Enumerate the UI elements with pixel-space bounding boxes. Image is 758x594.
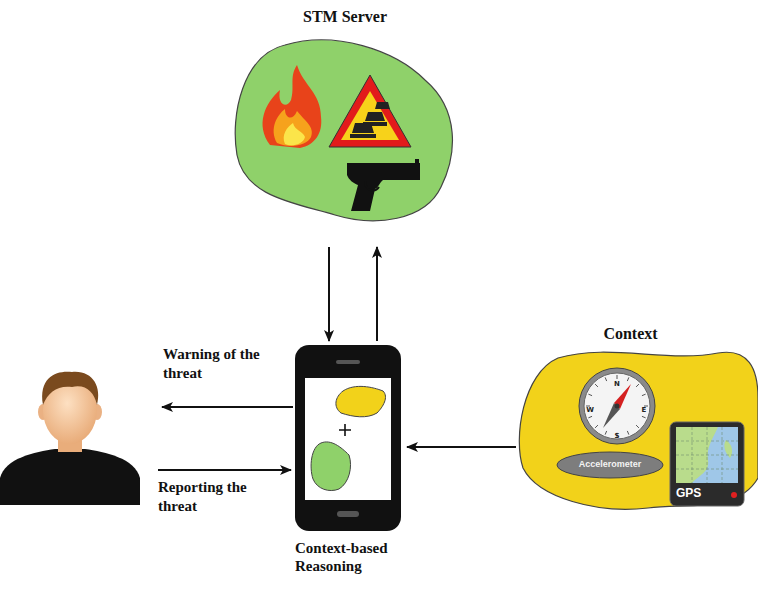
accelerometer-sensor: Accelerometer: [557, 452, 663, 478]
pistol-icon: [347, 159, 420, 211]
server-blob-mini: [311, 442, 350, 491]
node-label: Context: [578, 324, 683, 343]
smartphone: Context-based Reasoning: [293, 343, 405, 579]
compass-letter: E: [642, 407, 647, 414]
node-label: GPS: [676, 486, 726, 500]
flow-arrow: [376, 247, 378, 341]
region-blob: [519, 352, 758, 509]
compass-letter: N: [614, 381, 620, 388]
compass-letter: S: [614, 433, 619, 440]
region-blob: [235, 40, 452, 221]
compass-icon: [579, 368, 655, 444]
node-label: STM Server: [225, 7, 465, 26]
person-figure: [0, 372, 140, 505]
gps-sensor: GPS: [668, 420, 748, 508]
gps-device: [670, 422, 744, 506]
server-region: STM Server: [225, 5, 465, 245]
flow-arrow: [407, 446, 516, 448]
phone-screen: [305, 378, 391, 500]
node-label: Context-based Reasoning: [295, 539, 407, 575]
node-label: Accelerometer: [557, 459, 663, 470]
traffic-warning-sign: [329, 75, 411, 147]
fire-icon: [263, 65, 322, 148]
phone-body: [295, 345, 401, 531]
arrow-label: Warning of the threat: [163, 345, 291, 383]
context-region: ContextAccelerometerGPS: [518, 318, 758, 520]
reporting-arrow: [158, 469, 291, 471]
warning-arrow: [162, 406, 293, 408]
flow-arrow: [328, 247, 330, 341]
sensor-ellipse: [557, 452, 663, 478]
server-region-outline: [225, 5, 465, 245]
arrow-label: Reporting the threat: [158, 478, 276, 516]
plus-symbol: [339, 424, 351, 436]
context-blob-mini: [336, 386, 386, 416]
compass-letter: W: [586, 407, 594, 414]
